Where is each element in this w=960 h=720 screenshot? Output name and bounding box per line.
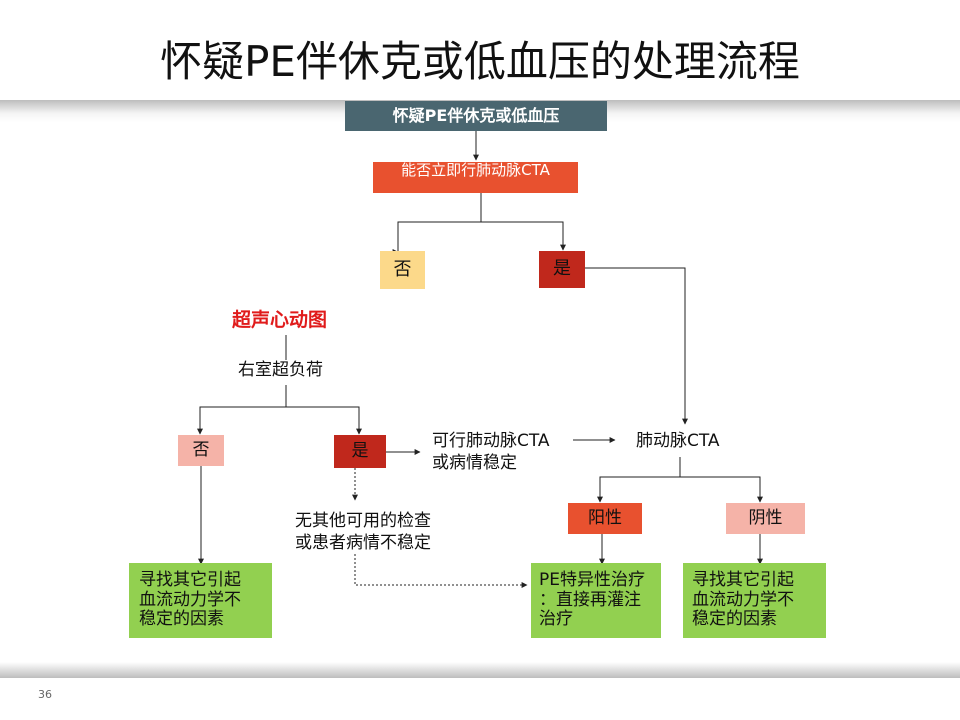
pe-therapy-line-2: ：直接再灌注 — [539, 589, 641, 610]
other-causes-right-node: 寻找其它引起 血流动力学不 稳定的因素 — [683, 563, 826, 638]
connector-result-to-negative — [680, 476, 763, 503]
connector-yes1-to-cta-result — [585, 267, 688, 425]
no-node-2: 否 — [178, 435, 224, 466]
other-causes-right-line-2: 血流动力学不 — [692, 589, 794, 610]
page-number: 36 — [38, 688, 52, 701]
no-node-1: 否 — [380, 251, 425, 289]
other-causes-right-line-1: 寻找其它引起 — [692, 570, 794, 591]
connector-rv-split — [197, 385, 287, 435]
other-causes-right-line-3: 稳定的因素 — [692, 609, 777, 630]
cta-question-node: 能否立即行肺动脉CTA — [373, 162, 578, 193]
start-node: 怀疑PE伴休克或低血压 — [345, 101, 607, 131]
pe-therapy-node: PE特异性治疗 ：直接再灌注 治疗 — [531, 563, 661, 638]
other-causes-left-line-3: 稳定的因素 — [139, 609, 224, 630]
cta-available-line-1: 可行肺动脉CTA — [432, 431, 550, 451]
echocardiography-label: 超声心动图 — [232, 309, 328, 331]
rv-overload-label: 右室超负荷 — [238, 360, 323, 380]
cta-available-line-2: 或病情稳定 — [432, 453, 517, 474]
positive-node: 阳性 — [568, 503, 642, 534]
connector-rv-to-yes2 — [286, 406, 362, 435]
connector-unstable-to-therapy — [354, 554, 528, 588]
connector-to-no1 — [397, 221, 566, 252]
pe-therapy-line-1: PE特异性治疗 — [539, 570, 645, 591]
unstable-line-1: 无其他可用的检查 — [295, 511, 431, 531]
cta-available-text: 可行肺动脉CTA 或病情稳定 — [432, 430, 550, 474]
yes-node-1: 是 — [539, 251, 585, 288]
other-causes-left-line-2: 血流动力学不 — [139, 589, 241, 610]
other-causes-left-line-1: 寻找其它引起 — [139, 570, 241, 591]
other-causes-left-node: 寻找其它引起 血流动力学不 稳定的因素 — [129, 563, 272, 638]
connector-result-split — [597, 457, 681, 503]
footer-band — [0, 662, 960, 678]
page-title: 怀疑PE伴休克或低血压的处理流程 — [160, 37, 800, 86]
unstable-line-2: 或患者病情不稳定 — [295, 533, 431, 554]
yes-node-2: 是 — [334, 435, 386, 468]
cta-result-label: 肺动脉CTA — [636, 431, 720, 451]
pe-therapy-line-3: 治疗 — [539, 609, 573, 630]
negative-node: 阴性 — [726, 503, 805, 534]
unstable-text: 无其他可用的检查 或患者病情不稳定 — [295, 510, 431, 554]
